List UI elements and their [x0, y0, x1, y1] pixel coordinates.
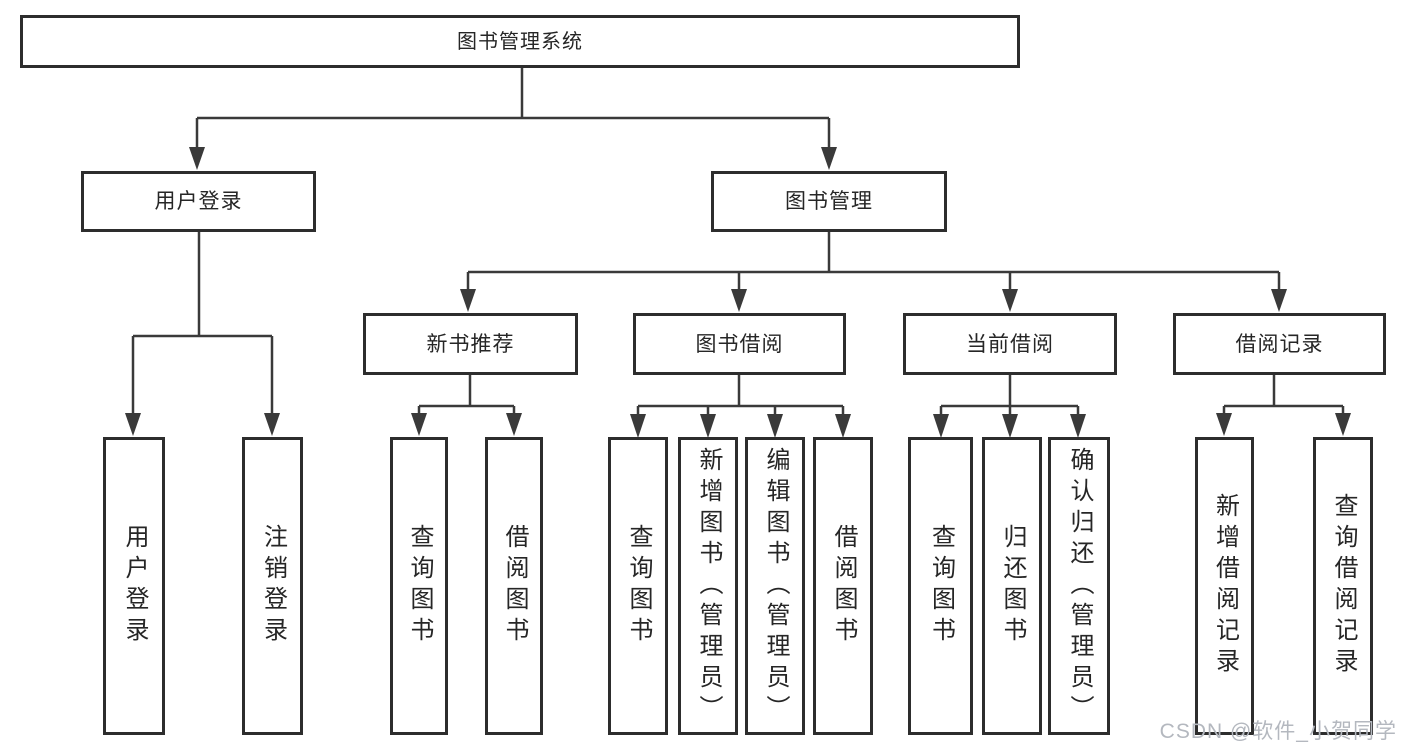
node-label: 用户登录	[154, 190, 243, 213]
node-borrow-books-recommend: 借阅图书	[485, 437, 543, 735]
csdn-watermark: CSDN @软件_小贺同学	[1159, 720, 1397, 743]
node-label: 图书管理系统	[457, 30, 583, 53]
node-add-borrow-record: 新增借阅记录	[1195, 437, 1254, 735]
node-query-borrow-record: 查询借阅记录	[1313, 437, 1373, 735]
node-borrow-records: 借阅记录	[1173, 313, 1386, 375]
node-label: 图书管理	[785, 190, 873, 213]
node-label: 借阅图书	[501, 524, 528, 648]
node-label: 注销登录	[259, 524, 287, 648]
node-query-books-borrow: 查询图书	[608, 437, 668, 735]
node-borrow-books-borrow: 借阅图书	[813, 437, 873, 735]
node-query-books-recommend: 查询图书	[390, 437, 448, 735]
node-user-login: 用户登录	[81, 171, 316, 232]
node-label: 当前借阅	[966, 332, 1054, 356]
node-label: 查询图书	[625, 524, 652, 648]
node-confirm-return-admin: 确认归还（管理员）	[1048, 437, 1110, 735]
node-book-borrow: 图书借阅	[633, 313, 846, 375]
node-label: 新书推荐	[426, 332, 515, 356]
node-label: 编辑图书（管理员）	[762, 446, 789, 726]
node-query-books-current: 查询图书	[908, 437, 973, 735]
node-label: 新增图书（管理员）	[695, 446, 722, 726]
node-label: 借阅图书	[830, 524, 857, 648]
node-new-book-recommend: 新书推荐	[363, 313, 578, 375]
node-label: 查询图书	[406, 524, 433, 648]
node-label: 借阅记录	[1235, 332, 1324, 356]
node-label: 确认归还（管理员）	[1066, 446, 1093, 726]
node-add-book-admin: 新增图书（管理员）	[678, 437, 738, 735]
node-book-management: 图书管理	[711, 171, 947, 232]
node-label: 用户登录	[121, 524, 148, 648]
node-logout: 注销登录	[242, 437, 303, 735]
node-label: 归还图书	[999, 524, 1026, 648]
node-label: 查询图书	[927, 524, 955, 648]
node-edit-book-admin: 编辑图书（管理员）	[745, 437, 805, 735]
node-return-books: 归还图书	[982, 437, 1042, 735]
node-current-borrow: 当前借阅	[903, 313, 1117, 375]
node-user-login-leaf: 用户登录	[103, 437, 165, 735]
node-library-management-system: 图书管理系统	[20, 15, 1020, 68]
node-label: 图书借阅	[695, 332, 784, 356]
node-label: 新增借阅记录	[1211, 493, 1239, 679]
node-label: 查询借阅记录	[1330, 493, 1357, 679]
